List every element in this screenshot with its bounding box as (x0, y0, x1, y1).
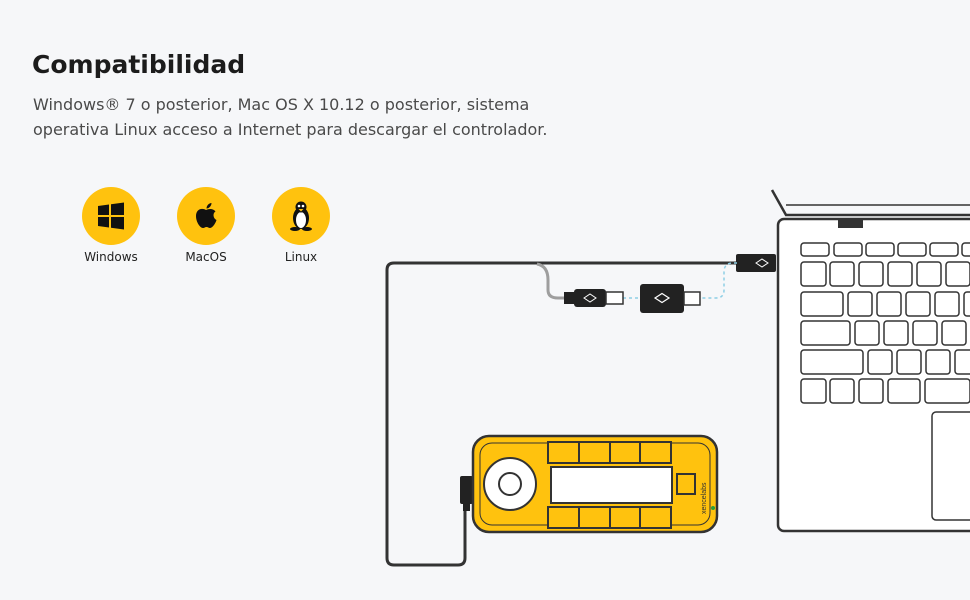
os-linux: Linux (261, 187, 341, 264)
keyboard-key (961, 242, 970, 257)
os-label-linux: Linux (284, 250, 318, 264)
keyboard-key (945, 261, 970, 287)
keyboard-key (847, 291, 873, 317)
keyboard-key (867, 349, 893, 375)
compatibility-description: Windows® 7 o posterior, Mac OS X 10.12 o… (33, 95, 548, 139)
os-label-macos: MacOS (185, 250, 227, 264)
keyboard-key (934, 291, 960, 317)
keyboard-key (829, 261, 855, 287)
keyboard-key (887, 261, 913, 287)
keyboard-key (941, 320, 967, 346)
os-label-windows: Windows (84, 250, 138, 264)
keyboard-key (833, 242, 863, 257)
windows-icon (82, 187, 140, 245)
keyboard-key (897, 242, 927, 257)
keyboard-key (800, 320, 851, 346)
apple-icon (177, 187, 235, 245)
usb-plug-laptop (736, 254, 776, 272)
keyboard-key (929, 242, 959, 257)
usb-c-plug (564, 289, 624, 307)
keyboard-key (858, 261, 884, 287)
keyboard-key (829, 378, 855, 404)
keyboard-key (925, 349, 951, 375)
keyboard-key (800, 291, 844, 317)
keyboard-key (876, 291, 902, 317)
keyboard-key (916, 261, 942, 287)
keyboard-key (896, 349, 922, 375)
keyboard-key (963, 291, 970, 317)
keyboard-key (800, 349, 864, 375)
usb-plug-tablet (460, 476, 473, 511)
quick-keys-device (471, 434, 719, 534)
os-macos: MacOS (166, 187, 246, 264)
page-title: Compatibilidad (32, 50, 246, 79)
laptop-keyboard (800, 242, 970, 404)
linux-icon (272, 187, 330, 245)
keyboard-key (800, 261, 827, 287)
keyboard-key (905, 291, 931, 317)
keyboard-key (858, 378, 884, 404)
main-cable (385, 261, 737, 567)
keyboard-key (854, 320, 880, 346)
keyboard-key (924, 378, 970, 404)
keyboard-key (800, 378, 827, 404)
keyboard-key (865, 242, 895, 257)
keyboard-key (912, 320, 938, 346)
keyboard-key (883, 320, 909, 346)
secondary-cable (536, 262, 572, 300)
laptop-trackpad (931, 411, 970, 521)
keyboard-key (887, 378, 921, 404)
usb-adapter (640, 284, 701, 313)
dashed-connection (697, 262, 737, 299)
keyboard-key (800, 242, 830, 257)
keyboard-key (954, 349, 970, 375)
device-brand-label: xencelabs (701, 482, 708, 514)
os-windows: Windows (71, 187, 151, 264)
